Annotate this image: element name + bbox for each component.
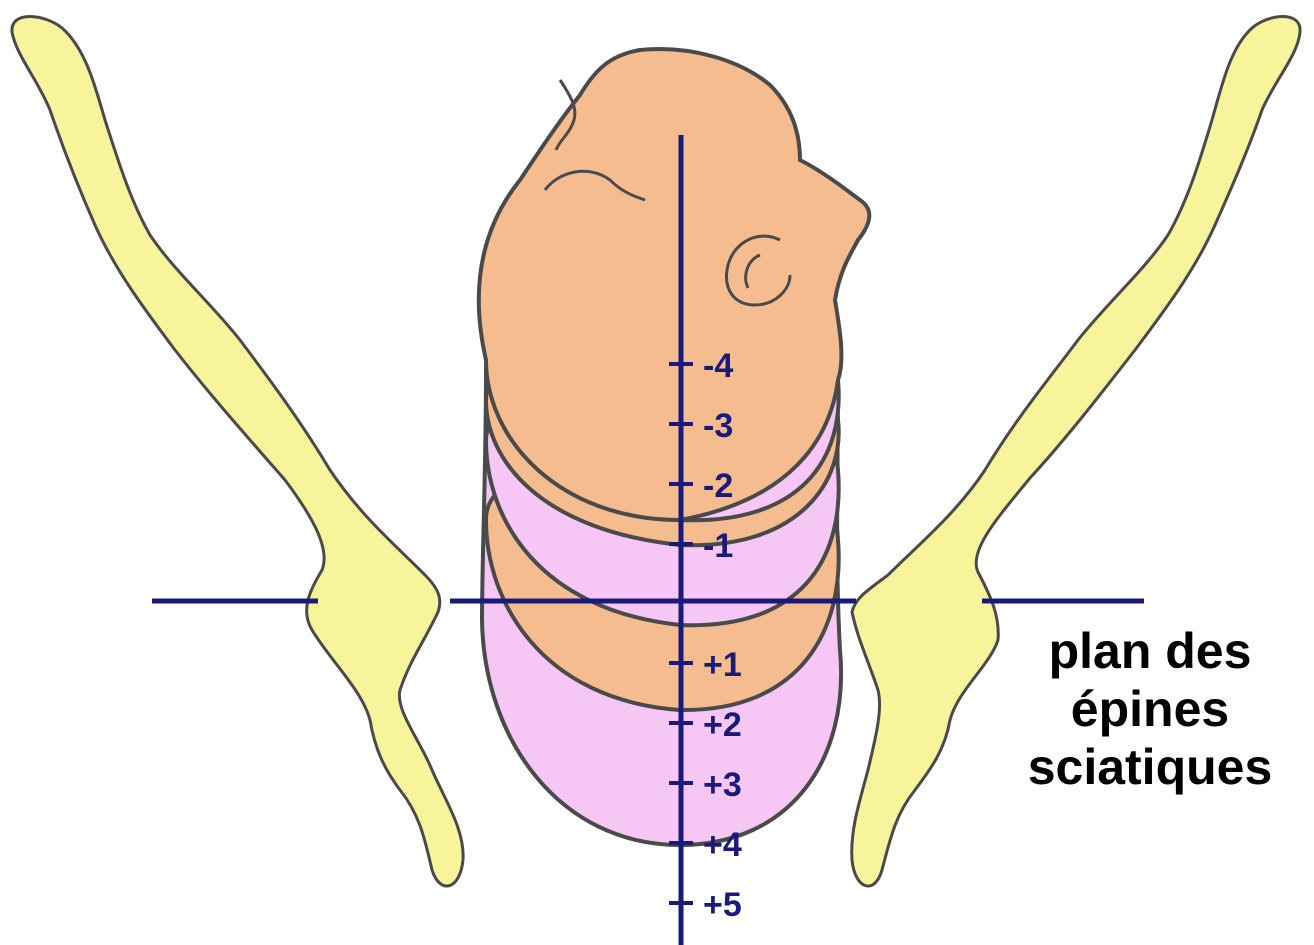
station-label: +1	[703, 646, 742, 684]
ischial-spines-plane-label: plan des épines sciatiques	[1000, 622, 1300, 796]
left-pelvic-bone	[12, 17, 463, 887]
station-label: -1	[703, 527, 733, 565]
station-label: -2	[703, 467, 733, 505]
fetal-head	[479, 49, 870, 520]
plane-label-line-3: sciatiques	[1000, 738, 1300, 796]
station-label: +3	[703, 766, 742, 804]
plane-label-line-1: plan des	[1000, 622, 1300, 680]
plane-label-line-2: épines	[1000, 680, 1300, 738]
station-label: +2	[703, 706, 742, 744]
station-label: -4	[703, 347, 733, 385]
station-label: +4	[703, 826, 742, 864]
station-label: +5	[703, 886, 742, 924]
station-label: -3	[703, 407, 733, 445]
